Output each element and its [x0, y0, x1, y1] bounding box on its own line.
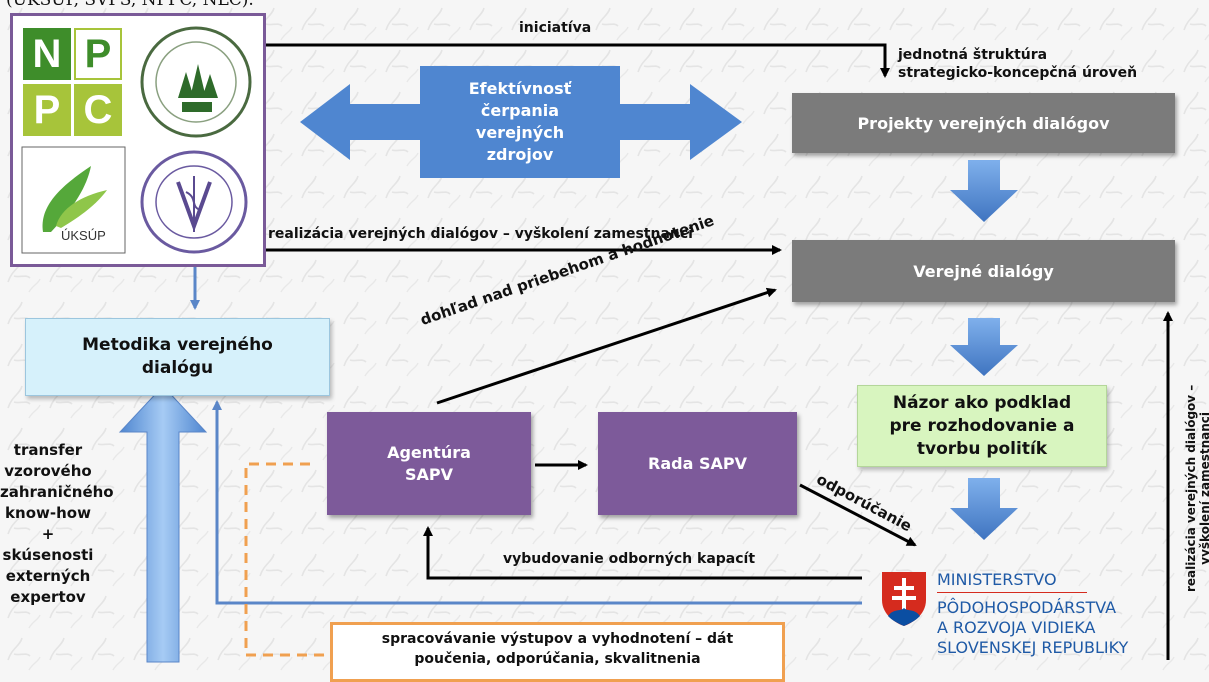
- metodika-line-2: dialógu: [141, 358, 214, 378]
- label-struktura-2: strategicko-koncepčná úroveň: [898, 65, 1138, 81]
- nazor-line-2: pre rozhodovanie a: [889, 415, 1075, 436]
- transfer-line-8: expertov: [10, 588, 86, 606]
- down-arrow-3: [950, 478, 1018, 540]
- agentura-line-1: Agentúra: [387, 442, 471, 462]
- transfer-up-arrow: [118, 385, 208, 663]
- orange-dashed-link: [244, 462, 330, 657]
- transfer-line-6: skúsenosti: [2, 546, 94, 564]
- nppc-letter-c: C: [74, 84, 122, 136]
- label-iniciativa: iniciatíva: [519, 20, 592, 36]
- ministry-line-4: SLOVENSKEJ REPUBLIKY: [937, 638, 1129, 657]
- ministry-coat-of-arms-icon: [882, 572, 926, 626]
- arrow-vybudovanie: [423, 526, 862, 580]
- spracovanie-line-1: spracovávanie výstupov a vyhodnotení – d…: [381, 631, 734, 647]
- nazor-line-3: tvorbu politík: [916, 438, 1048, 459]
- transfer-line-4: know-how: [5, 504, 91, 522]
- nppc-logo: N P P C: [23, 28, 123, 138]
- arrow-iniciativa: [262, 43, 890, 78]
- metodika-box: Metodika verejného dialógu: [25, 318, 330, 396]
- top-cut-text: (ÚKSÚP, ŠVPS, NPPC, NLC).: [6, 0, 254, 10]
- projekty-box: Projekty verejných dialógov: [792, 93, 1175, 153]
- ministry-name: MINISTERSTVO PÔDOHOSPODÁRSTVA A ROZVOJA …: [937, 570, 1128, 658]
- ministry-line-2: PÔDOHOSPODÁRSTVA: [937, 598, 1117, 617]
- efektivnost-line-4: zdrojov: [486, 145, 554, 164]
- label-realizacia: realizácia verejných dialógov – vyškolen…: [268, 226, 693, 242]
- transfer-line-2: vzorového: [4, 462, 92, 480]
- nazor-box: Názor ako podklad pre rozhodovanie a tvo…: [857, 385, 1107, 467]
- arrow-odporucanie: [799, 483, 917, 547]
- label-vybudovanie: vybudovanie odborných kapacít: [503, 551, 756, 567]
- spracovanie-box: spracovávanie výstupov a vyhodnotení – d…: [330, 622, 785, 682]
- efektivnost-box: Efektívnosť čerpania verejných zdrojov: [420, 66, 620, 178]
- efektivnost-line-3: verejných: [475, 123, 565, 142]
- uksup-label: ÚKSÚP: [61, 228, 106, 243]
- down-arrow-2: [950, 318, 1018, 376]
- nlc-logo: [140, 26, 252, 138]
- agentura-box: Agentúra SAPV: [327, 412, 531, 515]
- transfer-text: transfer vzorového zahraničného know-how…: [0, 440, 114, 608]
- svps-logo: [140, 150, 248, 254]
- label-struktura-1: jednotná štruktúra: [898, 47, 1048, 63]
- uksup-logo: [21, 146, 126, 254]
- transfer-line-1: transfer: [13, 441, 83, 459]
- transfer-line-7: externých: [5, 567, 91, 585]
- nppc-letter-p1: P: [74, 28, 122, 80]
- ministry-line-1: MINISTERSTVO: [937, 570, 1087, 593]
- nppc-letter-p2: P: [23, 84, 71, 136]
- transfer-line-3: zahraničného: [0, 483, 114, 501]
- spracovanie-line-2: poučenia, odporúčania, skvalitnenia: [414, 651, 701, 667]
- arrow-dohlad: [436, 287, 777, 405]
- label-realizacia-vertical-2: vyškolení zamestnanci: [1198, 411, 1209, 565]
- nppc-letter-n: N: [23, 28, 71, 80]
- ministry-line-3: A ROZVOJA VIDIEKA: [937, 618, 1096, 637]
- partner-logos-panel: N P P C ÚKSÚP: [10, 13, 266, 267]
- efektivnost-line-2: čerpania: [480, 101, 560, 120]
- down-arrow-1: [950, 160, 1018, 222]
- metodika-line-1: Metodika verejného: [82, 335, 273, 355]
- line-ministry-metodika: [212, 400, 862, 605]
- efektivnost-line-1: Efektívnosť: [468, 79, 572, 98]
- transfer-line-5: +: [41, 525, 55, 543]
- label-realizacia-vertical-1: realizácia verejných dialógov –: [1184, 384, 1198, 592]
- dialogy-box: Verejné dialógy: [792, 240, 1175, 302]
- nazor-line-1: Názor ako podklad: [892, 392, 1072, 413]
- rada-box: Rada SAPV: [598, 412, 797, 515]
- label-realizacia-vertical: realizácia verejných dialógov – vyškolen…: [1184, 385, 1209, 592]
- agentura-line-2: SAPV: [404, 464, 453, 484]
